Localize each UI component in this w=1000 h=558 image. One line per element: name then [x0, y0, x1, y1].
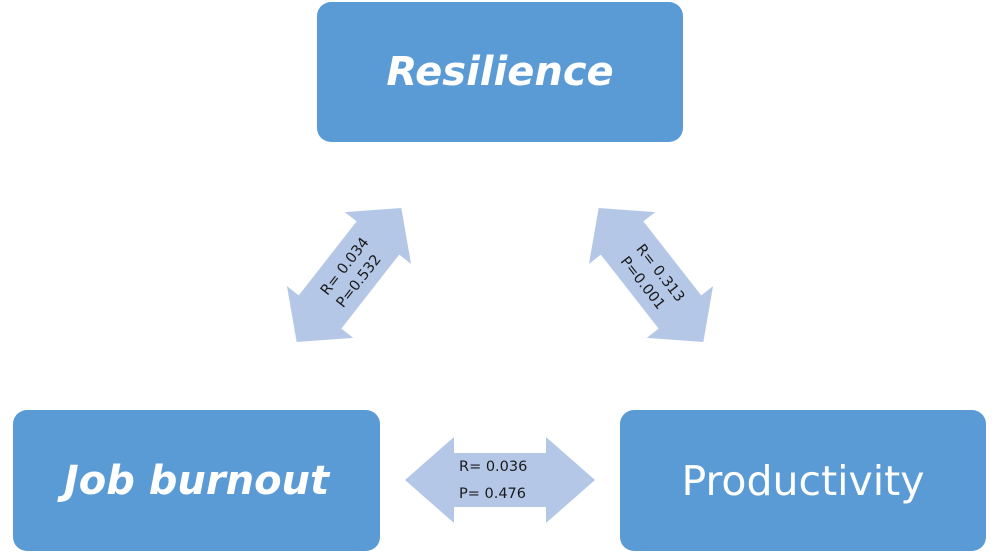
- burnout-productivity-link: R= 0.036 P= 0.476: [405, 437, 595, 523]
- job-burnout-label: Job burnout: [63, 457, 330, 504]
- resilience-node: Resilience: [317, 2, 683, 142]
- double-arrow-icon: [286, 208, 412, 342]
- correlation-r-text: R= 0.036: [459, 459, 527, 475]
- job-burnout-node: Job burnout: [13, 410, 380, 551]
- resilience-productivity-link: R= 0.313 P=0.001: [588, 208, 714, 342]
- p-value-text: P= 0.476: [459, 486, 526, 502]
- productivity-node: Productivity: [620, 410, 986, 551]
- productivity-label: Productivity: [681, 456, 925, 505]
- resilience-burnout-link: R= 0.034 P=0.532: [286, 208, 412, 342]
- double-arrow-icon: [588, 208, 714, 342]
- resilience-label: Resilience: [386, 49, 614, 95]
- double-arrow-icon: [405, 437, 595, 523]
